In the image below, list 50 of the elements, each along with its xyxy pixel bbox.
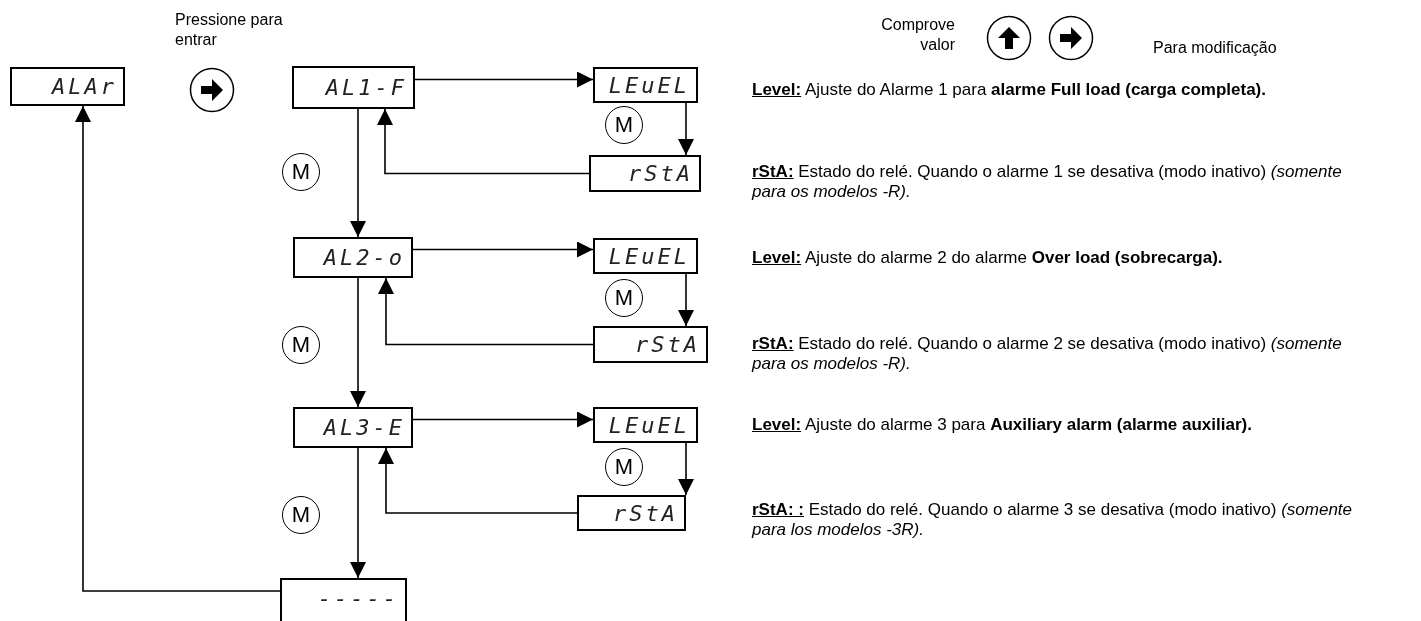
- arrow: [412, 411, 594, 428]
- arrow: [678, 442, 694, 496]
- m-button-label: M: [282, 496, 320, 534]
- display-readout: rStA: [635, 332, 700, 357]
- display-readout: ALAr: [52, 74, 117, 99]
- m-button-label: M: [605, 448, 643, 486]
- instruction-text: Para modificação: [1153, 38, 1278, 58]
- display-readout: AL2-o: [323, 245, 405, 270]
- display-readout: LEuEL: [608, 412, 690, 438]
- instruction-text: Pressione para entrar: [175, 10, 284, 50]
- display-box: [593, 326, 708, 363]
- arrow: [350, 447, 366, 579]
- display-readout: -----: [317, 586, 399, 611]
- description-text: rStA: Estado do relé. Quando o alarme 1 se desativa (modo inativo) (somente para os modelos -R).: [752, 162, 1342, 202]
- display-readout: LEuEL: [608, 243, 690, 269]
- display-readout: rStA: [613, 500, 678, 526]
- display-box: [280, 578, 407, 621]
- display-box: [593, 67, 698, 103]
- arrow: [377, 108, 590, 175]
- display-box: [10, 67, 125, 106]
- description-text: rStA: : Estado do relé. Quando o alarme 3 se desativa (modo inativo) (somente para los modelos -3R).: [752, 500, 1354, 540]
- arrow: [678, 102, 694, 156]
- arrow: [412, 241, 594, 258]
- instruction-text: Comprove valor: [880, 15, 955, 55]
- m-button-label: M: [282, 153, 320, 191]
- m-button-label: M: [605, 106, 643, 144]
- m-button-label: M: [282, 326, 320, 364]
- description-text: Level: Ajuste do alarme 2 do alarme Over load (sobrecarga).: [752, 248, 1224, 268]
- description-text: Level: Ajuste do alarme 3 para Auxiliary alarm (alarme auxiliar).: [752, 415, 1253, 435]
- display-box: [293, 237, 413, 278]
- arrow: [378, 447, 578, 514]
- display-box: [292, 66, 415, 109]
- display-box: [577, 495, 686, 531]
- display-box: [589, 155, 701, 192]
- display-readout: AL3-E: [323, 415, 405, 440]
- display-readout: AL1-F: [325, 75, 407, 100]
- arrow: [75, 105, 281, 592]
- arrow: [414, 71, 594, 88]
- m-button-label: M: [605, 279, 643, 317]
- arrow: [350, 108, 366, 238]
- description-text: Level: Ajuste do Alarme 1 para alarme Full load (carga completa).: [752, 80, 1267, 100]
- description-text: rStA: Estado do relé. Quando o alarme 2 se desativa (modo inativo) (somente para os modelos -R).: [752, 334, 1342, 374]
- arrow: [378, 277, 594, 346]
- display-box: [593, 238, 698, 274]
- display-box: [293, 407, 413, 448]
- display-readout: rStA: [628, 161, 693, 186]
- arrow: [350, 277, 366, 408]
- display-readout: LEuEL: [608, 72, 690, 98]
- display-box: [593, 407, 698, 443]
- arrow: [678, 273, 694, 327]
